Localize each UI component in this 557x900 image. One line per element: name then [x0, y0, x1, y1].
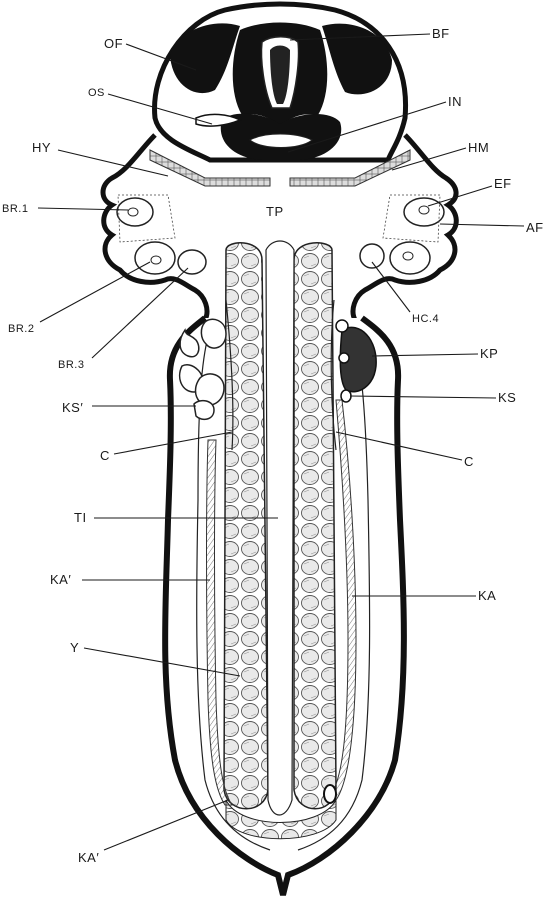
label-ks-prime: KS′ [62, 400, 83, 415]
label-c-left: C [100, 448, 110, 463]
label-in: IN [448, 94, 462, 109]
label-bf: BF [432, 26, 450, 41]
label-c-right: C [464, 454, 474, 469]
leader-ef [428, 186, 492, 206]
label-of: OF [104, 36, 123, 51]
label-ka-prime-upper: KA′ [50, 572, 71, 587]
label-ef: EF [494, 176, 512, 191]
label-os: OS [88, 87, 105, 99]
label-ka-prime-lower: KA′ [78, 850, 99, 865]
label-y: Y [70, 640, 79, 655]
label-ks: KS [498, 390, 516, 405]
head-region [155, 4, 406, 160]
label-ti: TI [74, 510, 87, 525]
pronephros-funnel [336, 320, 348, 332]
leader-br2 [40, 262, 150, 322]
label-br2: BR.2 [8, 323, 34, 335]
eye-field-cell [419, 206, 429, 214]
label-kp: KP [480, 346, 498, 361]
branchial-arch-2-cell [151, 256, 161, 264]
kidney-duct-opening [324, 785, 336, 803]
label-br3: BR.3 [58, 359, 84, 371]
leader-br1 [38, 208, 128, 210]
branchial-arch-3 [178, 250, 206, 274]
yolk-mass-right [294, 243, 336, 809]
label-hm: HM [468, 140, 489, 155]
branchial-arch-1-cell [128, 208, 138, 216]
label-tp: TP [266, 204, 284, 219]
leader-af [440, 224, 524, 226]
pronephros-funnel [339, 353, 349, 363]
intestinal-lumen [266, 241, 294, 815]
yolk-mass-left [224, 243, 268, 809]
label-hc4: HC.4 [412, 313, 439, 325]
branchial-arch-right-2-cell [403, 252, 413, 260]
head-cavity-4 [360, 244, 384, 268]
label-af: AF [526, 220, 544, 235]
tubule-loop [201, 319, 226, 348]
tubule-loop [194, 401, 214, 420]
label-ka: KA [478, 588, 496, 603]
pronephros-funnel [341, 390, 351, 402]
trunk-region [165, 241, 404, 895]
label-hy: HY [32, 140, 51, 155]
label-br1: BR.1 [2, 203, 28, 215]
